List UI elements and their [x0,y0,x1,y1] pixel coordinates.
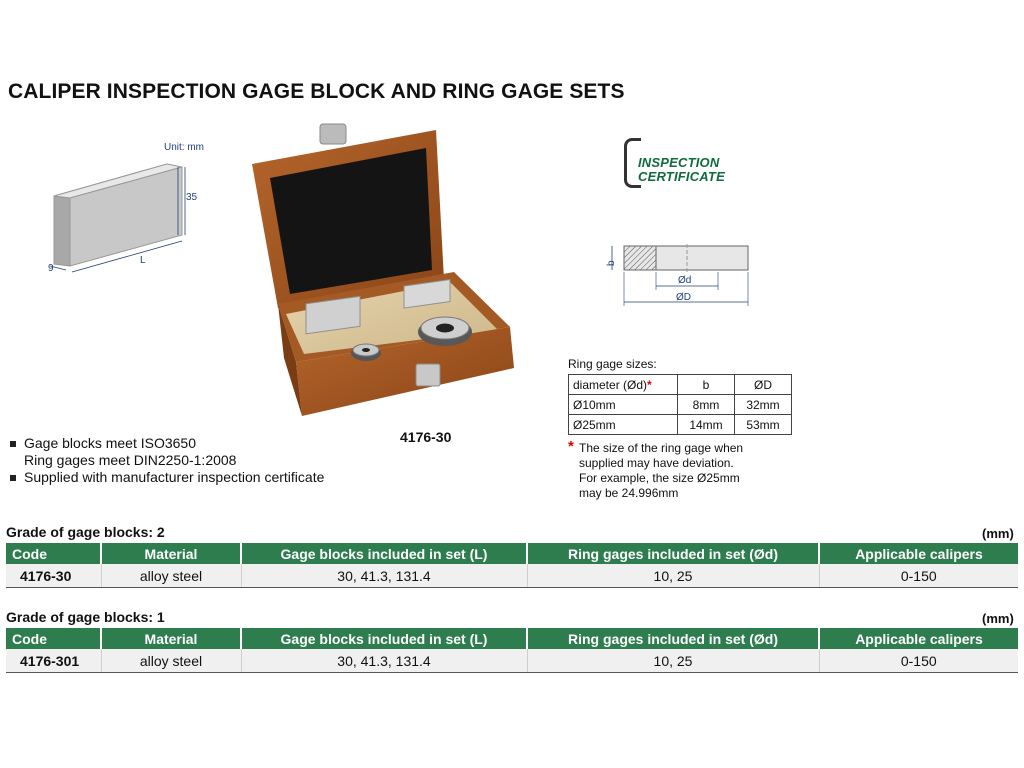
ring-sizes-cell: Ø10mm [568,394,678,415]
column-header-ring-gages: Ring gages included in set (Ød) [526,628,819,649]
ring-sizes-header-row: diameter (Ød)* b ØD [568,374,792,395]
calipers-cell: 0-150 [818,649,1018,673]
certificate-bracket [624,138,641,188]
code-cell: 4176-30 [6,564,101,588]
spec-header-row: Code Material Gage blocks included in se… [6,543,1018,564]
column-header-ring-gages: Ring gages included in set (Ød) [526,543,819,564]
material-cell: alloy steel [100,564,241,588]
asterisk-icon: * [647,377,652,392]
ring-gage-drawing: b Ød ØD [606,244,749,306]
column-header-material: Material [100,628,241,649]
gage-set-case-image [252,123,514,416]
column-header-gage-blocks: Gage blocks included in set (L) [240,628,527,649]
column-header-material: Material [100,543,241,564]
ring-sizes-cell: 53mm [734,414,792,435]
ring-sizes-cell: Ø25mm [568,414,678,435]
asterisk-icon: * [568,438,574,455]
column-header-calipers: Applicable calipers [818,543,1018,564]
column-header-code: Code [6,628,101,649]
feature-bullet-continued: Ring gages meet DIN2250-1:2008 [24,452,237,468]
unit-label: (mm) [982,611,1014,626]
unit-label: (mm) [982,526,1014,541]
ring-D-label: ØD [676,292,691,303]
gage-block-drawing: Unit: mm 35 9 L [48,142,204,274]
calipers-cell: 0-150 [818,564,1018,588]
gage-blocks-cell: 30, 41.3, 131.4 [240,564,527,588]
unit-label: Unit: mm [164,142,204,153]
ring-sizes-title: Ring gage sizes: [568,357,657,371]
column-header-code: Code [6,543,101,564]
ring-d-label: Ød [678,275,691,286]
ring-sizes-cell: 14mm [677,414,735,435]
ring-sizes-cell: 8mm [677,394,735,415]
ring-sizes-table: diameter (Ød)* b ØD Ø10mm 8mm 32mm Ø25mm… [568,374,792,435]
length-label: L [140,255,146,266]
note-line: may be 24.996mm [579,486,679,500]
ring-gages-cell: 10, 25 [526,649,819,673]
grade-label: Grade of gage blocks: 2 [6,524,165,540]
ring-sizes-header: diameter (Ød)* [568,374,678,395]
ring-size-note: * The size of the ring gage when supplie… [568,438,788,501]
spec-table-grade-2: Code Material Gage blocks included in se… [6,543,1018,588]
page-title: CALIPER INSPECTION GAGE BLOCK AND RING G… [8,80,625,103]
feature-list: Gage blocks meet ISO3650 Ring gages meet… [10,435,324,486]
spec-header-row: Code Material Gage blocks included in se… [6,628,1018,649]
ring-b-label: b [606,260,617,266]
ring-sizes-header: b [677,374,735,395]
height-label: 35 [186,192,198,203]
ring-sizes-header: ØD [734,374,792,395]
feature-bullet: Gage blocks meet ISO3650 [10,435,324,452]
material-cell: alloy steel [100,649,241,673]
note-line: supplied may have deviation. [579,456,734,470]
table-row: 4176-30 alloy steel 30, 41.3, 131.4 10, … [6,564,1018,588]
code-cell: 4176-301 [6,649,101,673]
gage-blocks-cell: 30, 41.3, 131.4 [240,649,527,673]
certificate-line2: CERTIFICATE [638,169,725,184]
thickness-label: 9 [48,263,54,274]
spec-table-grade-1: Code Material Gage blocks included in se… [6,628,1018,673]
table-row: Ø25mm 14mm 53mm [568,414,792,435]
model-caption: 4176-30 [400,429,452,445]
feature-bullet: Supplied with manufacturer inspection ce… [10,469,324,486]
inspection-certificate-logo: INSPECTION CERTIFICATE [624,138,764,188]
ring-sizes-cell: 32mm [734,394,792,415]
table-row: 4176-301 alloy steel 30, 41.3, 131.4 10,… [6,649,1018,673]
column-header-gage-blocks: Gage blocks included in set (L) [240,543,527,564]
grade-label: Grade of gage blocks: 1 [6,609,165,625]
note-line: For example, the size Ø25mm [579,471,740,485]
note-line: The size of the ring gage when [579,441,744,455]
ring-gages-cell: 10, 25 [526,564,819,588]
table-row: Ø10mm 8mm 32mm [568,394,792,415]
certificate-line1: INSPECTION [638,155,720,170]
column-header-calipers: Applicable calipers [818,628,1018,649]
